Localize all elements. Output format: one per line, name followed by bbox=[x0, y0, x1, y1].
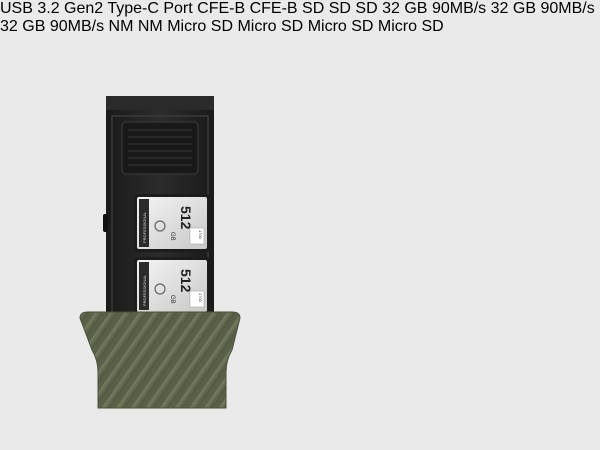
sd-outline-3: SD bbox=[355, 0, 382, 17]
cfe-card-2-logo-icon bbox=[154, 283, 166, 295]
cfe-card-1-logo-icon bbox=[154, 220, 166, 232]
micro-outline-2-label: Micro SD bbox=[237, 18, 304, 35]
sd-card-2: 32 GB 90MB/s bbox=[491, 0, 595, 17]
cfe-card-1-capacity: 512 bbox=[178, 206, 194, 230]
micro-outline-2: Micro SD bbox=[237, 18, 307, 35]
sd-card-2-capacity: 32 bbox=[490, 0, 509, 17]
cfe-card-1-brand: PROFESSIONAL bbox=[142, 211, 147, 243]
cfe-outline-2-label: CFE-B bbox=[249, 0, 298, 17]
sd-card-3-speed: 90MB/s bbox=[49, 18, 105, 35]
micro-outline-4-label: Micro SD bbox=[377, 18, 444, 35]
nano-slot-1: 32 GB 90MB/s 32 GB 90MB/s 32 GB 90MB/s bbox=[0, 0, 595, 35]
cfe-card-2-unit: GB bbox=[169, 295, 175, 304]
sd-card-3-unit: GB bbox=[22, 18, 46, 35]
usb-c-port bbox=[103, 214, 108, 232]
sd-outline-1: SD bbox=[302, 0, 329, 17]
cfe-card-2-capacity: 512 bbox=[178, 269, 194, 293]
cfe-outline-1: CFE-B bbox=[197, 0, 249, 17]
usb-port-label-line1: USB 3.2 Gen2 bbox=[0, 0, 104, 17]
sd-outline-2-label: SD bbox=[328, 0, 351, 17]
sd-outline-2: SD bbox=[329, 0, 356, 17]
micro-outline-1: Micro SD bbox=[167, 18, 237, 35]
micro-outline-3: Micro SD bbox=[308, 18, 378, 35]
left-card-case: PROFESSIONAL 512 GB 1700 PROFESSIONAL 51… bbox=[79, 96, 241, 409]
pin-tool-slot: 32 GB 90MB/s 32 GB 90MB/s 32 GB 90MB/s bbox=[0, 0, 595, 35]
sd-card-1-capacity: 32 bbox=[382, 0, 400, 17]
cfe-card-2: PROFESSIONAL 512 GB 1700 bbox=[134, 257, 210, 315]
left-rubber-grip bbox=[79, 311, 241, 409]
right-case-body: 32 GB 90MB/s 32 GB 90MB/s 32 GB 90MB/s bbox=[0, 0, 595, 35]
vent-slots bbox=[128, 129, 192, 166]
sd-outline-1-label: SD bbox=[302, 0, 325, 17]
cfe-card-2-speed: 1700 bbox=[198, 293, 203, 303]
sd-card-1-speed: 90MB/s bbox=[431, 0, 487, 17]
cfe-card-1: PROFESSIONAL 512 GB 1700 bbox=[134, 194, 210, 252]
micro-outline-3-label: Micro SD bbox=[307, 18, 374, 35]
right-card-case: 32 GB 90MB/s 32 GB 90MB/s 32 GB 90MB/s bbox=[0, 0, 595, 35]
cfe-card-1-speed: 1700 bbox=[198, 230, 203, 240]
nm-outline-1: NM bbox=[109, 18, 138, 35]
sd-outline-3-label: SD bbox=[355, 0, 378, 17]
usb-port-label-line2: Type-C Port bbox=[107, 0, 193, 17]
left-case-top-cap bbox=[106, 96, 214, 114]
right-case-top-cap: 32 GB 90MB/s 32 GB 90MB/s 32 GB 90MB/s bbox=[0, 0, 595, 35]
nm-outline-2-label: NM bbox=[137, 18, 163, 35]
sd-card-1: 32 GB 90MB/s bbox=[382, 0, 491, 17]
left-case-vent-panel bbox=[121, 121, 199, 175]
cfe-outline-1-label: CFE-B bbox=[197, 0, 246, 17]
sd-card-2-speed: 90MB/s bbox=[540, 0, 595, 17]
nm-outline-1-label: NM bbox=[108, 18, 134, 35]
sd-card-3-capacity: 32 bbox=[0, 18, 18, 35]
sd-card-1-unit: GB bbox=[404, 0, 428, 17]
micro-outline-1-label: Micro SD bbox=[167, 18, 233, 35]
sd-card-2-unit: GB bbox=[512, 0, 537, 17]
cfe-outline-2: CFE-B bbox=[250, 0, 302, 17]
sd-card-3: 32 GB 90MB/s bbox=[0, 18, 109, 35]
nm-outline-2: NM bbox=[138, 18, 167, 35]
cfe-card-2-brand: PROFESSIONAL bbox=[142, 274, 147, 306]
cfe-card-1-unit: GB bbox=[169, 232, 175, 241]
micro-outline-4: Micro SD bbox=[378, 18, 444, 35]
nano-slot-2: 32 GB 90MB/s 32 GB 90MB/s 32 GB 90MB/s bbox=[0, 0, 595, 35]
